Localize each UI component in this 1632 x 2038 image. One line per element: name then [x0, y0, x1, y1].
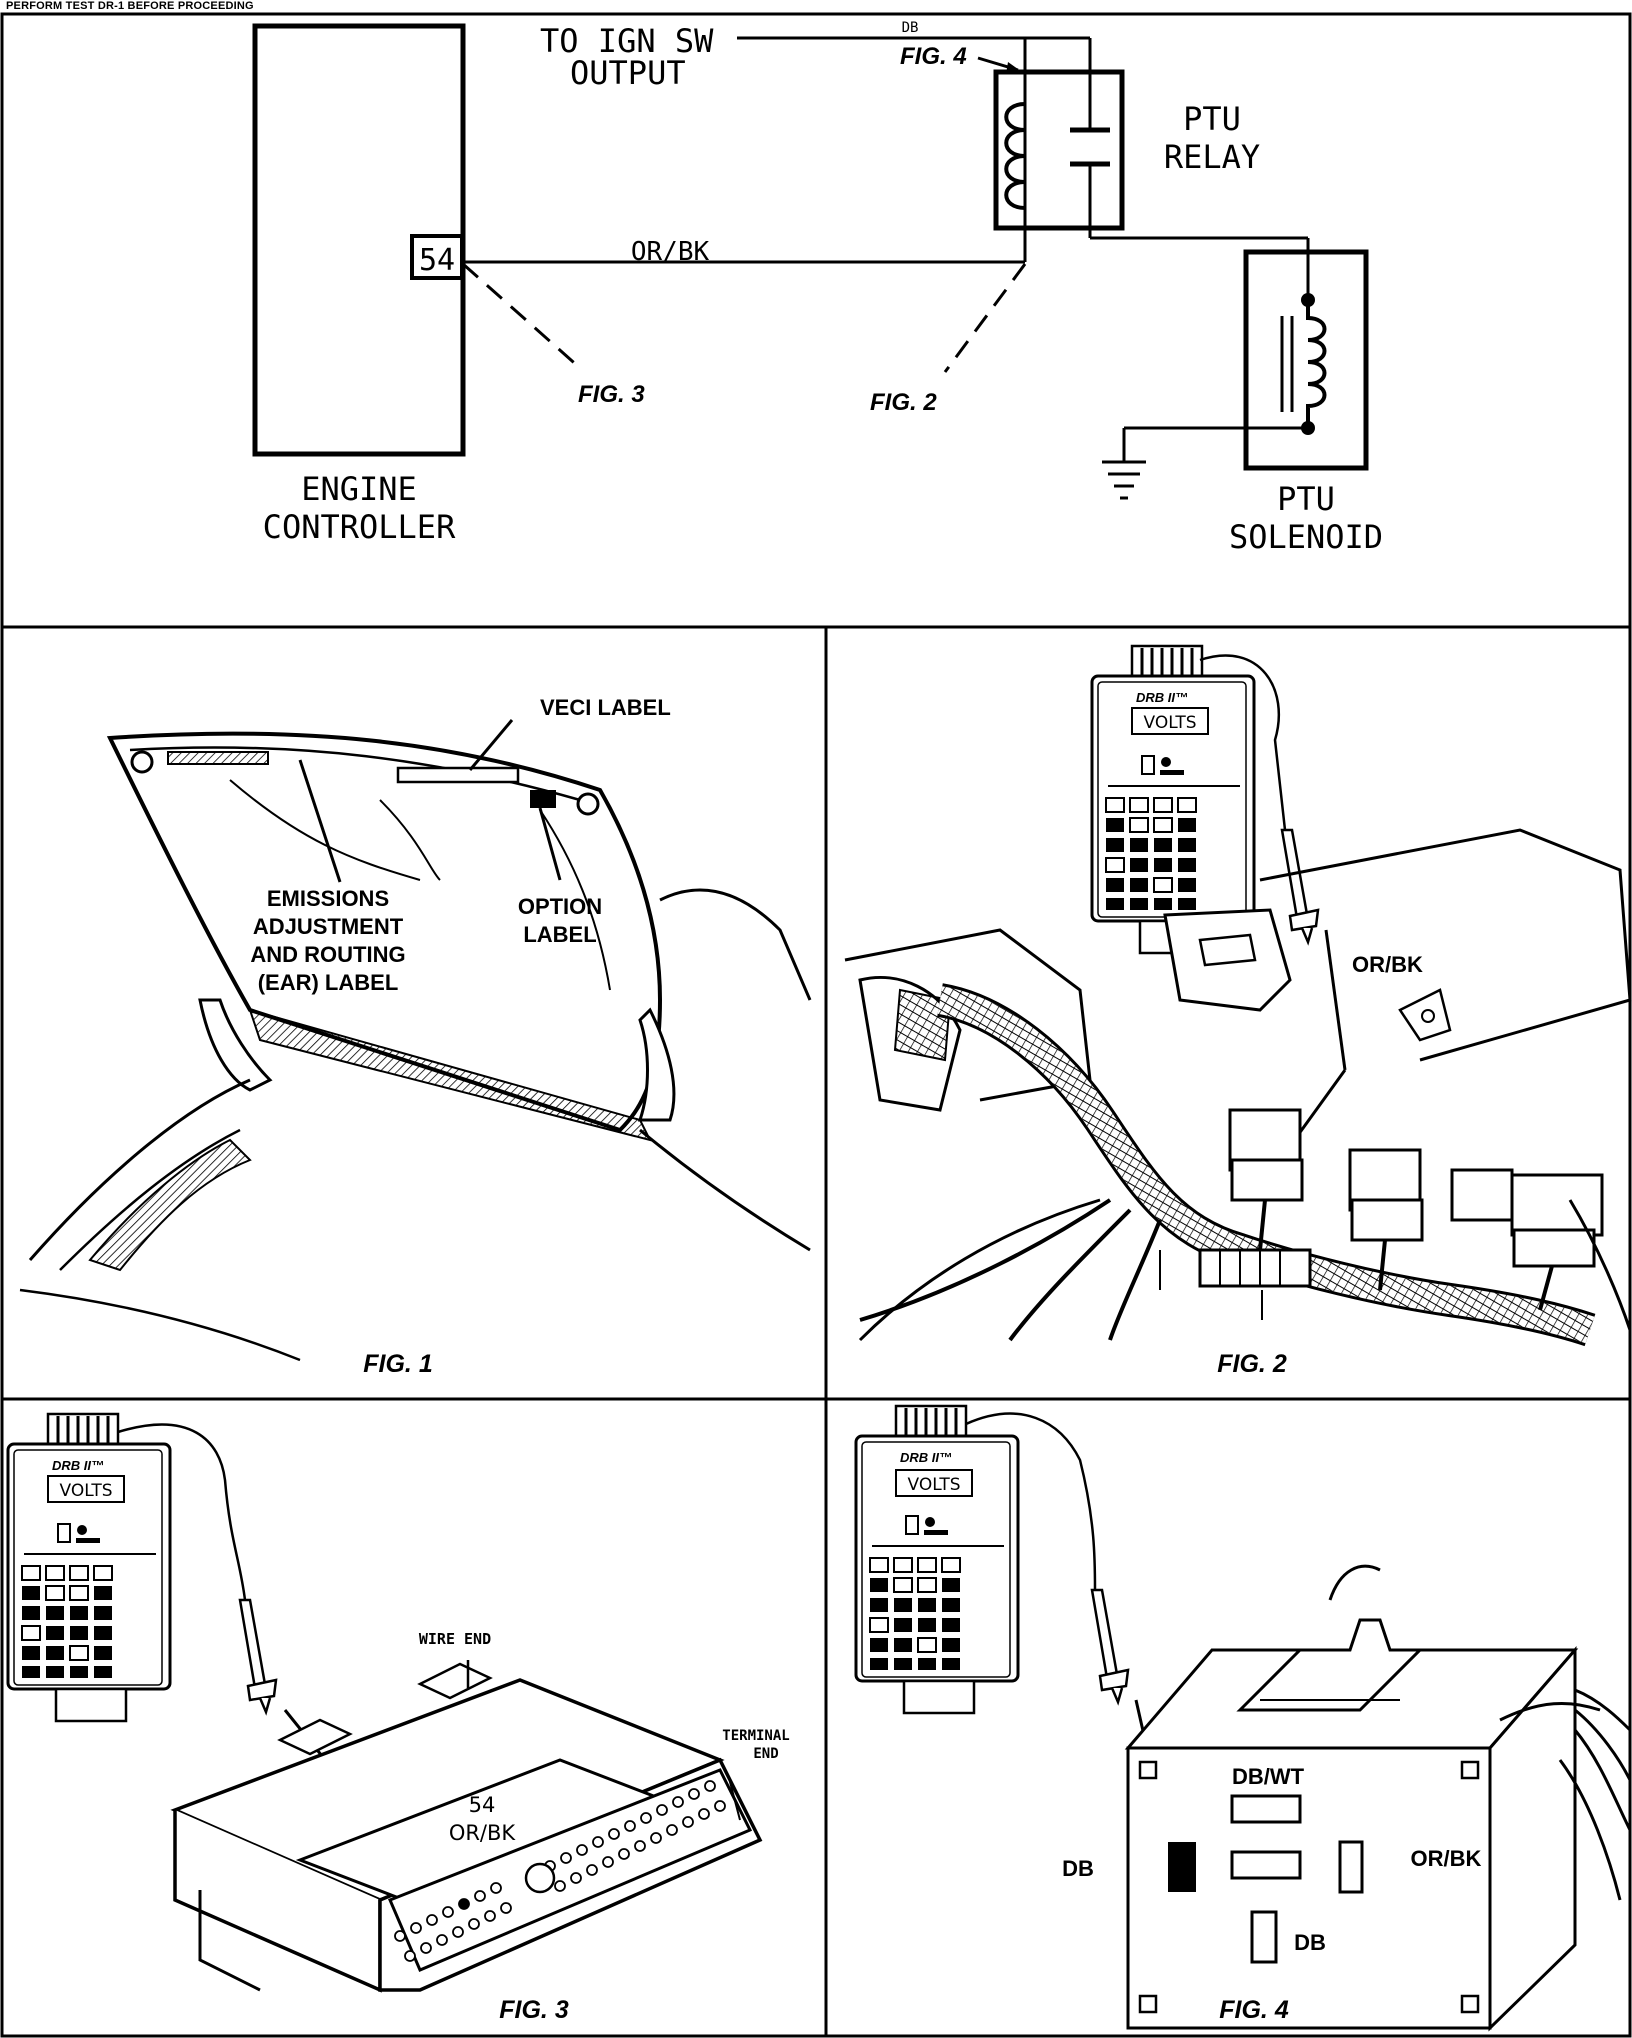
fig4-db-bottom-label: DB: [1294, 1930, 1326, 1955]
fig3-caption: FIG. 3: [499, 1996, 569, 2024]
orbk-wire-label: OR/BK: [631, 237, 710, 267]
fig4-relay-connector-illustration: DRB II™ VOLTS DB/WT DB OR/BK DB FIG. 4: [854, 1404, 1632, 2032]
fig1-ear-label-1: EMISSIONS: [267, 886, 389, 911]
fig3-ref: FIG. 3: [578, 381, 645, 408]
outer-frame: [0, 12, 1632, 2038]
fig3-wire-end-label: WIRE END: [419, 1630, 491, 1648]
fig2-wire-label: OR/BK: [1352, 952, 1423, 977]
fig3-pin-label-2: OR/BK: [449, 1821, 517, 1845]
fig2-tester-brand: DRB II™: [1136, 690, 1188, 705]
fig2-ref: FIG. 2: [870, 389, 937, 416]
fig3-tester-brand: DRB II™: [52, 1458, 104, 1473]
to-ign-sw-label-2: OUTPUT: [570, 54, 686, 92]
ptu-relay-box: [993, 69, 1125, 231]
option-label-part: [530, 790, 556, 808]
engine-controller-label-2: CONTROLLER: [263, 508, 456, 546]
ptu-solenoid-label-2: SOLENOID: [1229, 518, 1383, 556]
fig1-ear-label-3: AND ROUTING: [250, 942, 405, 967]
fig4-db-left-label: DB: [1062, 1856, 1094, 1881]
fig1-ear-label-4: (EAR) LABEL: [258, 970, 399, 995]
fig4-orbk-terminal: [1338, 1840, 1364, 1894]
fig1-veci-label: VECI LABEL: [540, 695, 671, 720]
ptu-solenoid-box: [1243, 249, 1369, 471]
fig2-leader: [943, 263, 1027, 373]
fig4-db-terminal-probed: [1168, 1842, 1196, 1892]
fig2-harness-illustration: DRB II™ VOLTS OR/BK: [844, 644, 1632, 1378]
fig2-tester-display: VOLTS: [1143, 713, 1196, 733]
ptu-relay-label-1: PTU: [1183, 100, 1241, 138]
fig1-hood-illustration: VECI LABEL EMISSIONS ADJUSTMENT AND ROUT…: [19, 695, 812, 1378]
fig3-terminal-label-1: TERMINAL: [722, 1728, 789, 1744]
fig4-orbk-label: OR/BK: [1411, 1846, 1482, 1871]
fig1-caption: FIG. 1: [363, 1350, 432, 1378]
solenoid-coil: [1306, 300, 1327, 426]
wiring-schematic: 54 OR/BK FIG. 3 FIG. 2 TO IGN SW OUTPUT …: [252, 20, 1383, 556]
fig2-caption: FIG. 2: [1217, 1350, 1287, 1378]
veci-label-part: [396, 766, 520, 784]
pin-54-box: [410, 234, 464, 280]
pin-54-label: 54: [419, 243, 455, 278]
ptu-solenoid-label-1: PTU: [1277, 480, 1335, 518]
fig1-option-label-2: LABEL: [523, 922, 596, 947]
fig1-option-label-1: OPTION: [518, 894, 602, 919]
fig3-pin-label-1: 54: [469, 1793, 496, 1817]
page-header-note: PERFORM TEST DR-1 BEFORE PROCEEDING: [6, 0, 254, 12]
db-wire-label: DB: [902, 20, 919, 36]
fig2-probe-cable: [1199, 654, 1287, 831]
engine-controller-label-1: ENGINE: [301, 470, 417, 508]
fig3-probe-cable: [117, 1423, 247, 1601]
fig1-ear-label-2: ADJUSTMENT: [253, 914, 404, 939]
to-ign-sw-label-1: TO IGN SW: [540, 22, 714, 60]
fig4-db-terminal-lower: [1250, 1910, 1278, 1964]
fig4-dbwt-label: DB/WT: [1232, 1764, 1305, 1789]
fig3-pin-54: [458, 1898, 470, 1910]
fig3-tester-display: VOLTS: [59, 1481, 112, 1501]
fig4-tester-display: VOLTS: [907, 1475, 960, 1495]
fig4-caption: FIG. 4: [1219, 1996, 1289, 2024]
fig3-terminal-label-2: END: [753, 1746, 778, 1762]
fig4-tester-brand: DRB II™: [900, 1450, 952, 1465]
fig3-controller-connector-illustration: DRB II™ VOLTS: [6, 1412, 790, 2024]
fig4-ref: FIG. 4: [900, 43, 967, 70]
ptu-relay-label-2: RELAY: [1164, 138, 1260, 176]
relay-coil: [1004, 102, 1026, 210]
fig3-leader: [462, 262, 581, 370]
fig4-probe-cable: [965, 1412, 1097, 1591]
fig4-dbwt-terminal: [1230, 1794, 1302, 1824]
